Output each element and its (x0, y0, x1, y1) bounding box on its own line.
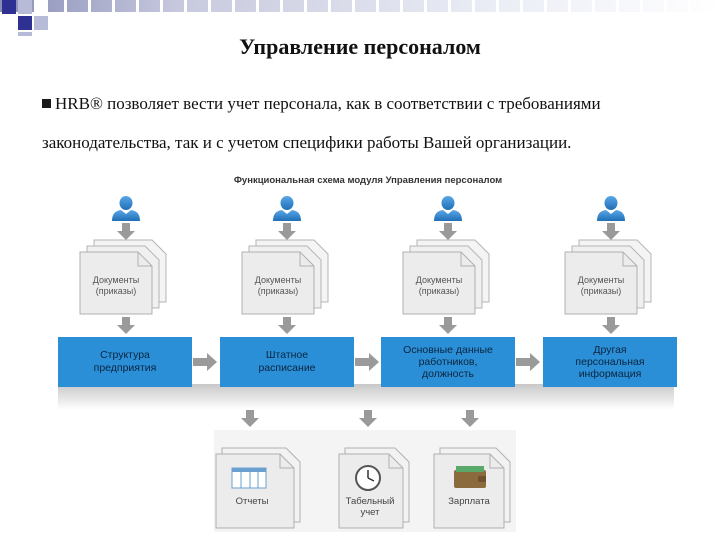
document-label: Документы (578, 275, 624, 285)
right-arrow-icon (355, 353, 379, 371)
output-label: Зарплата (448, 496, 490, 507)
bullet-paragraph: HRB® позволяет вести учет персонала, как… (42, 84, 712, 162)
output-payroll (433, 447, 511, 529)
output-label: Отчеты (236, 496, 269, 507)
module-label: Структура (100, 349, 150, 361)
wallet-icon (454, 466, 486, 488)
table-icon (231, 467, 267, 489)
employee-user-icon (597, 196, 625, 221)
module-label: должность (422, 368, 475, 380)
module-label: предприятия (94, 362, 157, 374)
down-arrow-icon (461, 410, 479, 427)
module-label: информация (579, 368, 642, 380)
down-arrow-icon (602, 223, 620, 240)
down-arrow-icon (241, 410, 259, 427)
top-decor-bar (0, 0, 720, 36)
down-arrow-icon (278, 317, 296, 334)
module-label: персональная (575, 356, 644, 368)
module-box-staffing (220, 337, 354, 387)
right-arrow-icon (516, 353, 540, 371)
output-label: Табельный (346, 496, 395, 507)
module-label: Другая (593, 344, 626, 356)
bullet-square-icon (42, 99, 51, 108)
down-arrow-icon (117, 317, 135, 334)
employee-user-icon (434, 196, 462, 221)
document-label: Документы (93, 275, 139, 285)
down-arrow-icon (117, 223, 135, 240)
module-label: расписание (258, 362, 315, 374)
down-arrow-icon (359, 410, 377, 427)
document-label: Документы (416, 275, 462, 285)
module-label: Основные данные (403, 344, 493, 356)
down-arrow-icon (602, 317, 620, 334)
employee-user-icon (112, 196, 140, 221)
slide-title: Управление персоналом (239, 34, 481, 59)
module-box-other-info (543, 337, 677, 387)
diagram-caption: Функциональная схема модуля Управления п… (234, 175, 502, 186)
module-row-shadow (58, 384, 674, 410)
output-label: учет (360, 507, 380, 518)
document-label-sub: (приказы) (581, 286, 622, 296)
document-label-sub: (приказы) (96, 286, 137, 296)
module-box-employee-data (381, 337, 515, 387)
bullet-text: HRB® позволяет вести учет персонала, как… (42, 94, 601, 152)
module-label: работников, (419, 356, 478, 368)
document-label-sub: (приказы) (258, 286, 299, 296)
employee-user-icon (273, 196, 301, 221)
clock-icon (355, 465, 381, 491)
document-label-sub: (приказы) (419, 286, 460, 296)
down-arrow-icon (439, 317, 457, 334)
down-arrow-icon (278, 223, 296, 240)
right-arrow-icon (193, 353, 217, 371)
down-arrow-icon (439, 223, 457, 240)
module-box-structure (58, 337, 192, 387)
document-label: Документы (255, 275, 301, 285)
output-timesheet (338, 447, 410, 529)
output-reports (215, 447, 301, 529)
module-label: Штатное (266, 349, 308, 361)
